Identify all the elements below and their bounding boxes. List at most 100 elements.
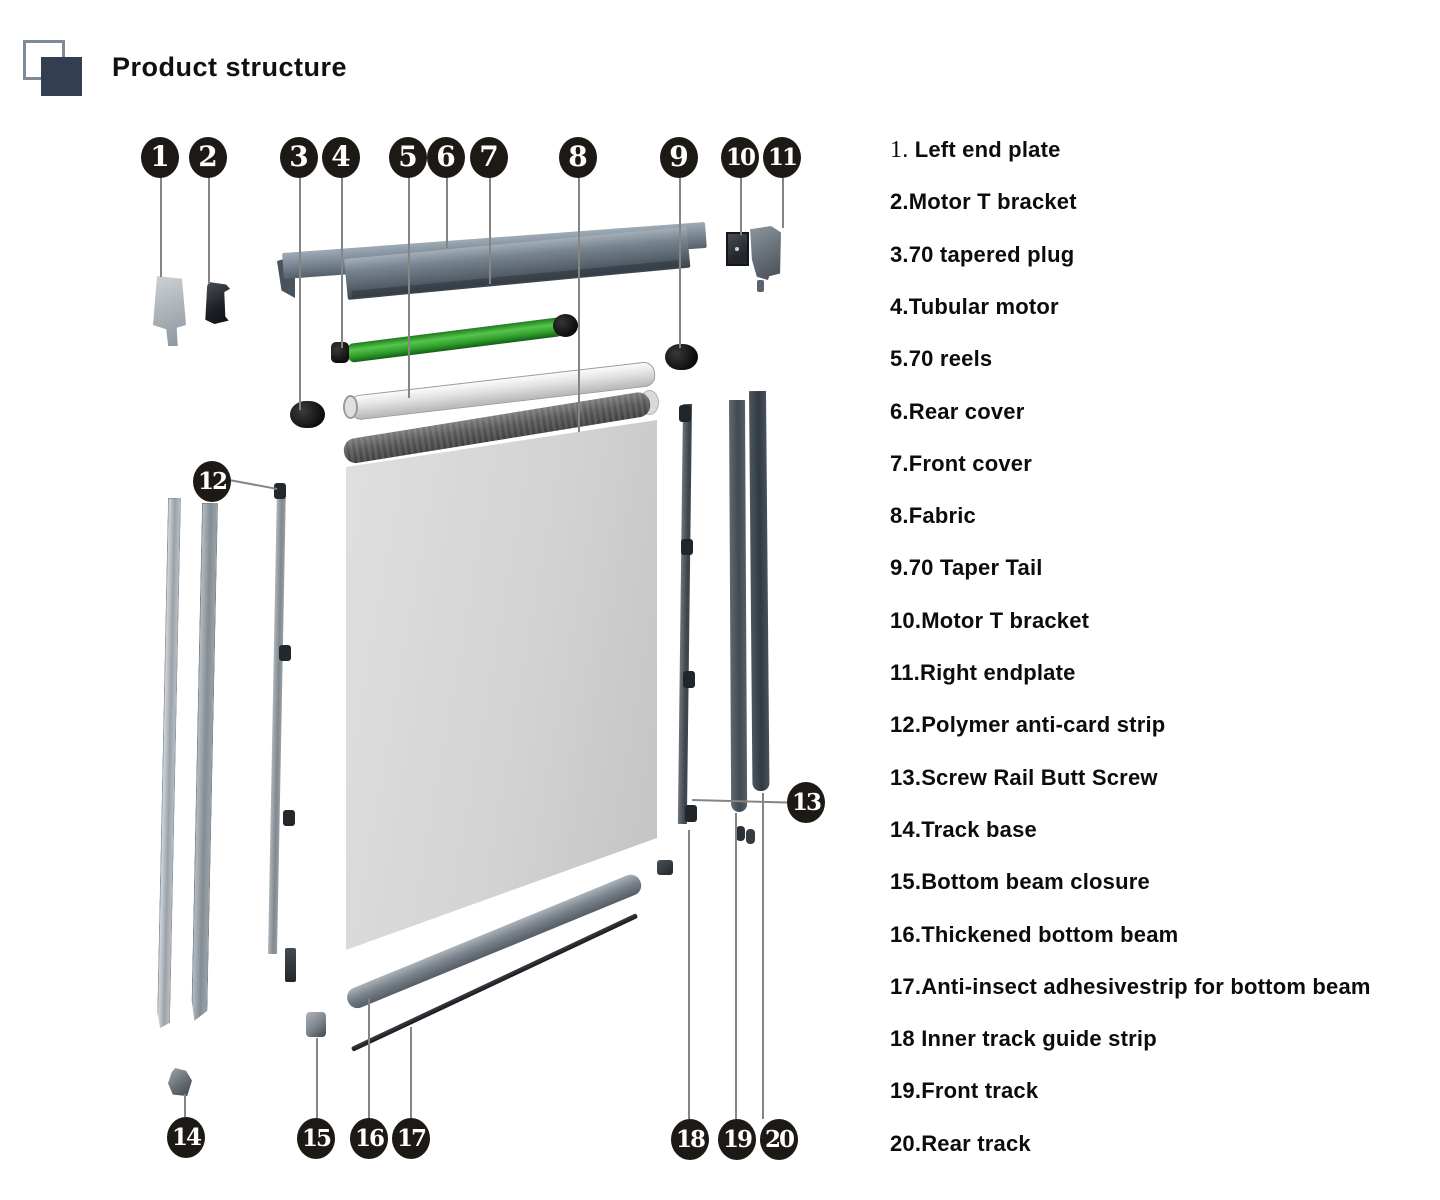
leader-line [316, 1038, 318, 1118]
callout-number: 19 [722, 1125, 753, 1153]
legend-item: 19.Front track [890, 1078, 1038, 1104]
callout-number: 5 [398, 140, 418, 173]
legend-item-label: Track base [921, 816, 1037, 842]
part-inner-guide-strip [677, 403, 692, 825]
legend-item-label: Rear track [921, 1130, 1031, 1156]
part-butt-screw-b [746, 829, 755, 844]
callout-number: 20 [764, 1125, 795, 1153]
callout-8: 8 [559, 136, 597, 178]
legend-item-label: Tubular motor [908, 293, 1059, 319]
legend-item-label: Polymer anti-card strip [921, 712, 1166, 738]
legend-item: 13.Screw Rail Butt Screw [890, 765, 1158, 791]
callout-20: 20 [760, 1118, 798, 1160]
callout-number: 11 [767, 143, 798, 171]
callout-number: 1 [150, 140, 170, 173]
legend-item-number: 2. [890, 189, 909, 215]
legend-item-label: Front track [921, 1078, 1039, 1104]
legend-item: 12.Polymer anti-card strip [890, 712, 1165, 738]
legend-item-number: 5. [890, 346, 909, 372]
part-rear-track [749, 390, 770, 792]
legend-item-number: 12. [890, 712, 922, 738]
callout-6: 6 [427, 136, 465, 178]
leader-line [160, 177, 162, 277]
callout-number: 18 [675, 1125, 706, 1153]
legend-item-number: 17. [890, 973, 922, 999]
callout-10: 10 [721, 136, 759, 178]
callout-18: 18 [671, 1118, 709, 1160]
callout-12: 12 [193, 460, 231, 502]
legend-item: 3.70 tapered plug [890, 242, 1074, 268]
part-motor-t-bracket-left [205, 282, 230, 324]
callout-5: 5 [389, 136, 427, 178]
legend-item: 7.Front cover [890, 451, 1032, 477]
callout-7: 7 [470, 136, 508, 178]
legend-item-label: Fabric [908, 503, 976, 529]
legend-item-number: 10. [890, 607, 922, 633]
callout-3: 3 [280, 136, 318, 178]
legend-item-number: 11. [890, 660, 920, 685]
callout-number: 17 [396, 1124, 427, 1152]
legend-item-number: 6. [890, 398, 909, 424]
legend-item: 2.Motor T bracket [890, 189, 1077, 215]
part-strip-clip-top [274, 483, 286, 499]
legend-item-label: Right endplate [919, 660, 1076, 685]
part-bracket-pin [735, 247, 739, 251]
leader-line [228, 479, 278, 490]
leader-line [679, 177, 681, 348]
legend-item-number: 3. [890, 241, 909, 267]
legend-item-number: 1. [890, 137, 909, 163]
legend-item: 18 Inner track guide strip [890, 1026, 1157, 1052]
callout-19: 19 [718, 1118, 756, 1160]
part-endplate-tab [757, 280, 764, 292]
leader-line [735, 813, 737, 1119]
part-strip-dark-tip [285, 948, 296, 982]
part-butt-screw-a [736, 826, 745, 841]
leader-line [688, 830, 690, 1119]
legend-item-label: Motor T bracket [921, 607, 1090, 633]
legend-item-label: 70 reels [908, 346, 993, 372]
leader-line [782, 177, 784, 228]
part-strip-clip-mid [279, 645, 291, 661]
part-taper-tail [665, 344, 698, 370]
part-track-base [168, 1068, 192, 1096]
part-strip-clip-low [283, 810, 295, 826]
legend-item: 8.Fabric [890, 503, 976, 529]
legend-item-label: 70 Taper Tail [908, 555, 1043, 581]
callout-14: 14 [167, 1116, 205, 1158]
part-motor-left-cap [331, 342, 349, 363]
callout-number: 12 [197, 467, 228, 495]
leader-line [489, 177, 491, 284]
leader-line [299, 177, 301, 410]
callout-1: 1 [141, 136, 179, 178]
callout-number: 16 [354, 1124, 385, 1152]
legend-item-label: Motor T bracket [908, 189, 1077, 215]
callout-number: 7 [479, 140, 499, 173]
callout-13: 13 [787, 781, 825, 823]
part-beam-closure [306, 1012, 326, 1037]
callout-number: 14 [171, 1123, 202, 1151]
callout-number: 9 [669, 140, 689, 173]
part-left-track-strip-1 [157, 498, 181, 1028]
legend-item: 5.70 reels [890, 346, 992, 372]
part-front-track [729, 399, 748, 813]
legend-item: 1. Left end plate [890, 137, 1061, 164]
leader-line [762, 793, 764, 1119]
callout-number: 3 [289, 140, 309, 173]
part-guide-end-clip [657, 860, 673, 875]
legend-item-number: 19. [890, 1078, 922, 1104]
legend-item-number: 16. [890, 921, 922, 947]
legend-item-number: 20. [890, 1130, 922, 1156]
callout-2: 2 [189, 136, 227, 178]
legend-item-number: 18 [890, 1026, 915, 1052]
filled-square-icon [41, 57, 82, 96]
callout-11: 11 [763, 136, 801, 178]
part-guide-clip-2 [681, 539, 693, 555]
leader-line [446, 177, 448, 248]
leader-line [208, 177, 210, 284]
callout-number: 15 [301, 1124, 332, 1152]
legend-item: 15.Bottom beam closure [890, 869, 1150, 895]
legend-item-number: 8. [890, 503, 909, 529]
legend-item-number: 15. [890, 869, 922, 895]
